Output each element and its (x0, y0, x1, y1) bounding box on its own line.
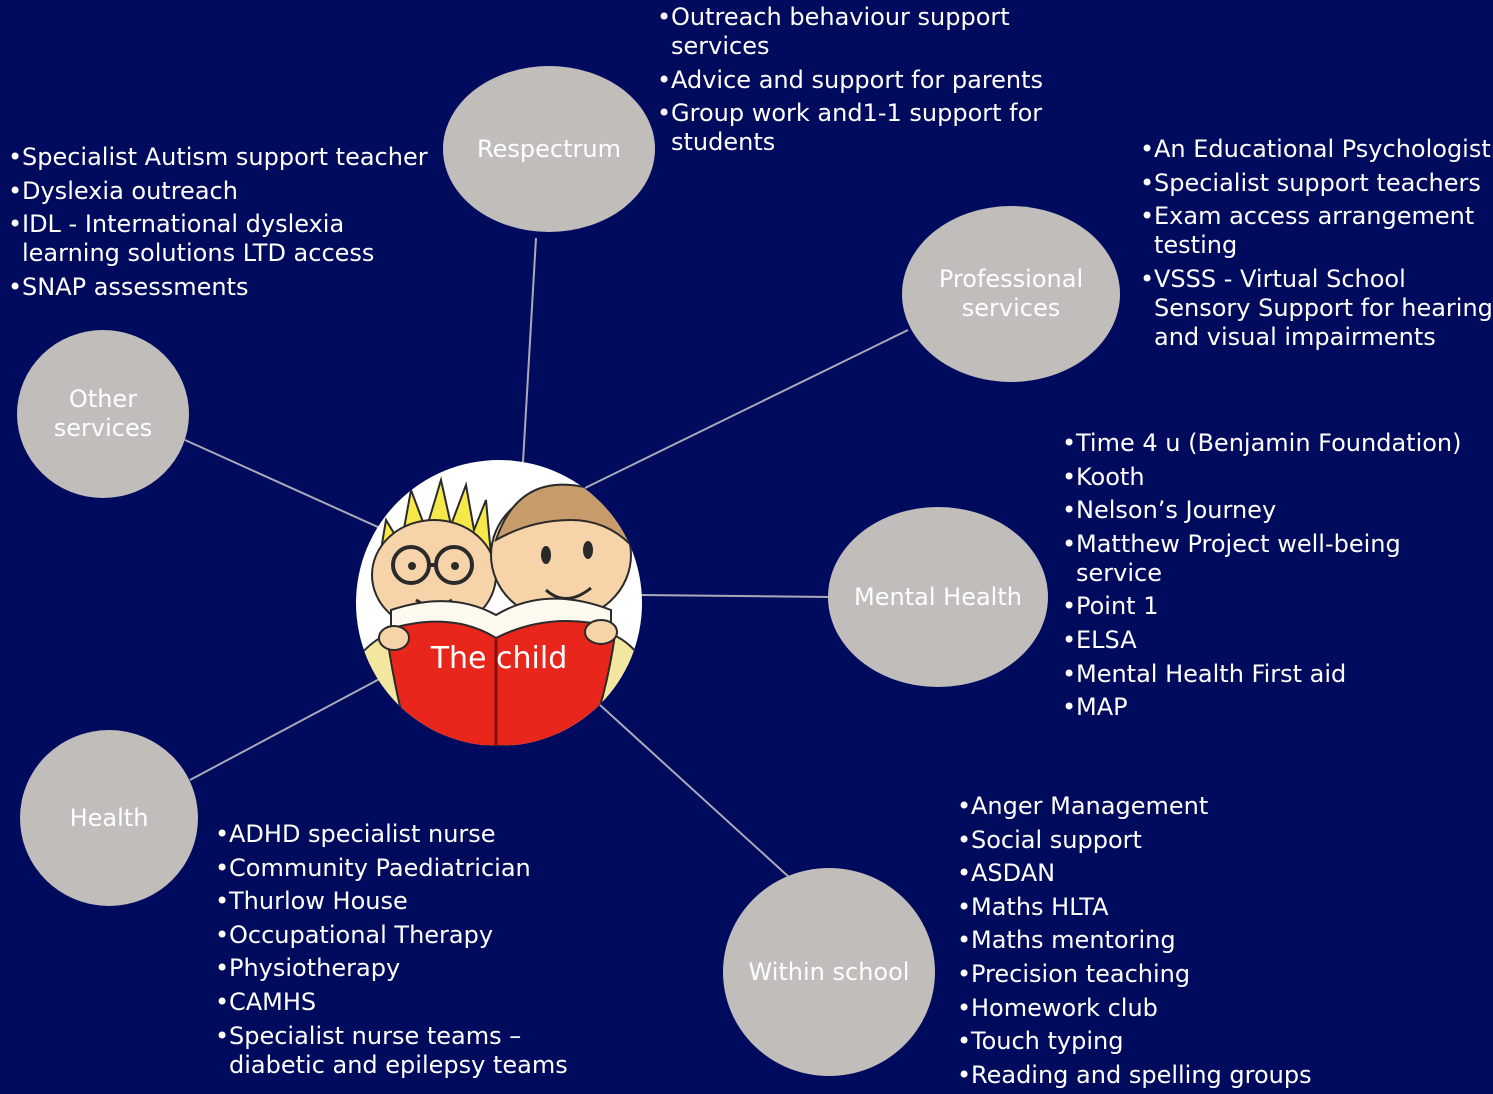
list-item: Outreach behaviour support services (657, 3, 1057, 61)
list-item: Maths HLTA (957, 893, 1377, 922)
list-item: ELSA (1062, 626, 1487, 655)
list-item: Maths mentoring (957, 926, 1377, 955)
list-item: Homework club (957, 994, 1377, 1023)
list-professional-services: An Educational Psychologist Specialist s… (1140, 135, 1493, 356)
list-item: Community Paediatrician (215, 854, 590, 883)
children-reading-illustration (356, 476, 642, 746)
list-item: Reading and spelling groups (957, 1061, 1377, 1090)
connector-professional (584, 329, 909, 489)
node-professional-services: Professional services (902, 206, 1120, 382)
list-item: Specialist support teachers (1140, 169, 1493, 198)
list-item: Advice and support for parents (657, 66, 1057, 95)
list-respectrum: Outreach behaviour support services Advi… (657, 3, 1057, 162)
list-item: Time 4 u (Benjamin Foundation) (1062, 429, 1487, 458)
list-item: Occupational Therapy (215, 921, 590, 950)
list-within-school: Anger Management Social support ASDAN Ma… (957, 792, 1377, 1094)
list-item: CAMHS (215, 988, 590, 1017)
center-node-the-child: The child (356, 460, 642, 746)
list-item: Mental Health First aid (1062, 660, 1487, 689)
list-item: An Educational Psychologist (1140, 135, 1493, 164)
list-item: ASDAN (957, 859, 1377, 888)
node-mental-health: Mental Health (828, 507, 1048, 687)
list-other-services: Specialist Autism support teacher Dyslex… (8, 143, 438, 306)
list-item: IDL - International dyslexia learning so… (8, 210, 438, 268)
list-item: Exam access arrangement testing (1140, 202, 1493, 260)
list-health: ADHD specialist nurse Community Paediatr… (215, 820, 590, 1084)
list-item: Point 1 (1062, 592, 1487, 621)
list-item: Specialist nurse teams – diabetic and ep… (215, 1022, 590, 1080)
node-health: Health (20, 730, 198, 906)
list-item: Dyslexia outreach (8, 177, 438, 206)
list-mental-health: Time 4 u (Benjamin Foundation) Kooth Nel… (1062, 429, 1487, 727)
list-item: ADHD specialist nurse (215, 820, 590, 849)
node-other-services: Other services (17, 330, 189, 498)
list-item: Social support (957, 826, 1377, 855)
list-item: Precision teaching (957, 960, 1377, 989)
node-within-school: Within school (723, 868, 935, 1076)
list-item: Nelson’s Journey (1062, 496, 1487, 525)
list-item: Touch typing (957, 1027, 1377, 1056)
list-item: Thurlow House (215, 887, 590, 916)
list-item: VSSS - Virtual School Sensory Support fo… (1140, 265, 1493, 352)
connector-respectrum (522, 237, 537, 463)
list-item: SNAP assessments (8, 273, 438, 302)
list-item: Specialist Autism support teacher (8, 143, 438, 172)
list-item: Physiotherapy (215, 954, 590, 983)
center-label: The child (430, 641, 568, 676)
connector-mental-health (639, 594, 831, 598)
list-item: Matthew Project well-being service (1062, 530, 1487, 588)
connector-other (184, 439, 401, 538)
node-respectrum: Respectrum (443, 66, 655, 232)
list-item: Kooth (1062, 463, 1487, 492)
list-item: Anger Management (957, 792, 1377, 821)
list-item: Group work and1-1 support for students (657, 99, 1057, 157)
list-item: MAP (1062, 693, 1487, 722)
